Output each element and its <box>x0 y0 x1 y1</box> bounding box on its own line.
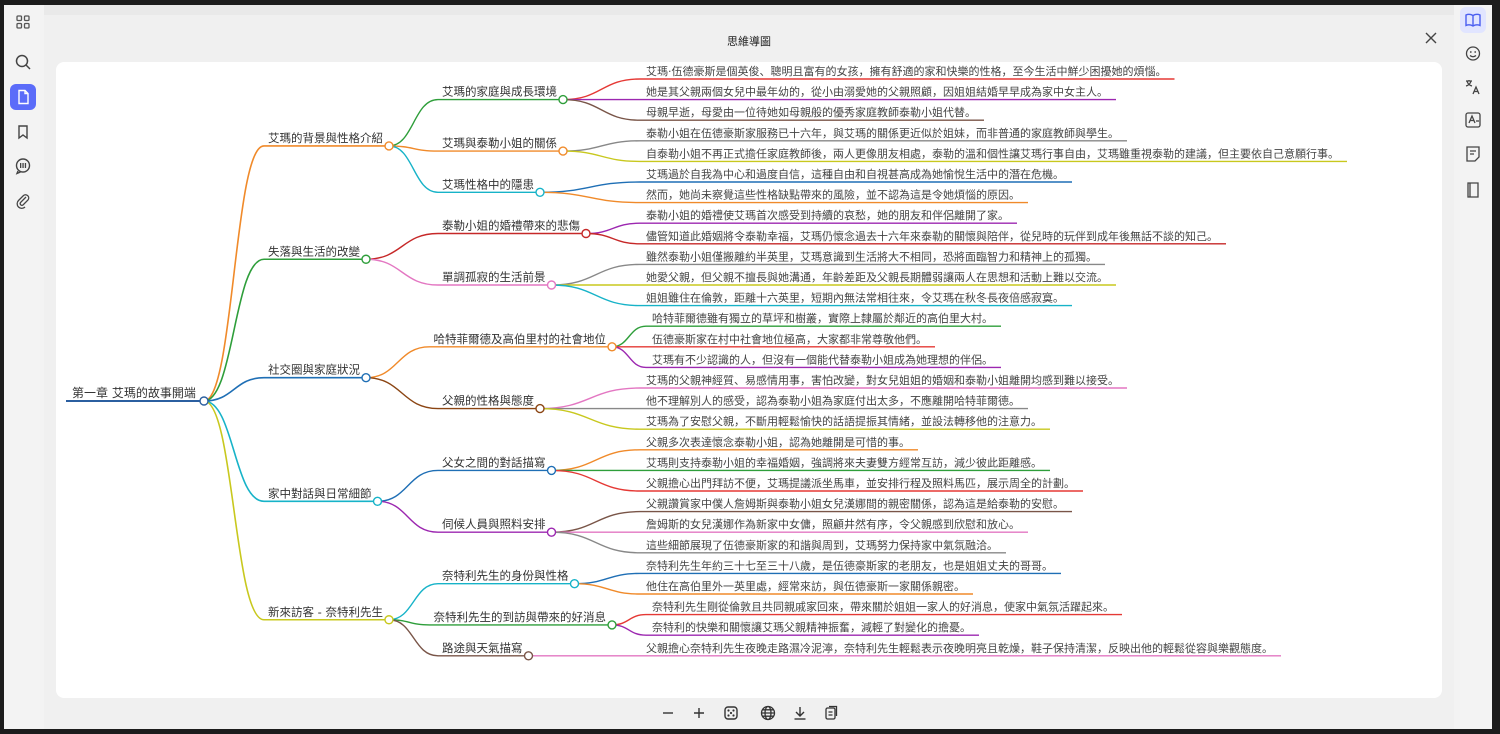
branch-collapse-toggle[interactable] <box>384 615 394 625</box>
bottom-toolbar <box>44 695 1454 729</box>
document-icon[interactable] <box>10 84 36 110</box>
subtopic-collapse-toggle[interactable] <box>535 187 545 198</box>
mindmap-leaf[interactable]: 泰勒小姐在伍德豪斯家服務已十六年，與艾瑪的關係更近似於姐妹，而非普通的家庭教師與… <box>646 126 1119 140</box>
subtopic-collapse-toggle[interactable] <box>546 527 557 537</box>
subtopic-collapse-toggle[interactable] <box>581 228 591 239</box>
zoom-in-icon[interactable] <box>689 703 709 723</box>
mindmap-leaf[interactable]: 奈特利的快樂和關懷讓艾瑪父親精神振奮，減輕了對變化的擔憂。 <box>652 620 971 634</box>
mindmap-leaf[interactable]: 她是其父親兩個女兒中最年幼的，從小由溺愛她的父親照顧，因姐姐結婚早早成為家中女主… <box>646 85 1108 99</box>
search-icon[interactable] <box>10 49 36 75</box>
copy-icon[interactable] <box>821 703 841 723</box>
mindmap-branch[interactable]: 社交圈與家庭狀況 <box>268 363 360 377</box>
mindmap-subtopic[interactable]: 哈特菲爾德及高伯里村的社會地位 <box>434 332 607 346</box>
branch-collapse-toggle[interactable] <box>384 141 394 151</box>
translate-icon[interactable] <box>1460 74 1486 100</box>
mindmap-subtopic[interactable]: 奈特利先生的到訪與帶來的好消息 <box>434 610 607 624</box>
branch-collapse-toggle[interactable] <box>361 254 371 264</box>
mindmap-leaf[interactable]: 然而，她尚未察覺這些性格缺點帶來的風險，並不認為這是令她煩惱的原因。 <box>646 188 1020 202</box>
mindmap-leaf[interactable]: 艾瑪有不少認識的人，但沒有一個能代替泰勒小姐成為她理想的伴侶。 <box>652 352 993 366</box>
mindmap-branch[interactable]: 失落與生活的改變 <box>268 244 360 258</box>
subtopic-collapse-toggle[interactable] <box>546 465 557 476</box>
right-sidebar <box>1456 5 1492 729</box>
app-window: 思維導圖 第一章 艾瑪的故事開端 艾瑪的背景與性格介紹 艾瑪的家庭與成長環境 艾瑪·伍… <box>4 5 1492 729</box>
mindmap-subtopic[interactable]: 艾瑪性格中的隱患 <box>442 177 534 191</box>
subtopic-collapse-toggle[interactable] <box>569 579 580 589</box>
mindmap-subtopic[interactable]: 奈特利先生的身份與性格 <box>442 569 569 583</box>
mindmap-subtopic[interactable]: 伺候人員與照料安排 <box>442 517 546 531</box>
mindmap-leaf[interactable]: 伍德豪斯家在村中社會地位極高，大家都非常尊敬他們。 <box>652 332 927 346</box>
branch-collapse-toggle[interactable] <box>372 496 383 506</box>
paperclip-icon[interactable] <box>10 188 36 214</box>
mindmap-leaf[interactable]: 他住在高伯里外一英里處，經常來訪，與伍德豪斯一家關係親密。 <box>646 579 965 593</box>
note-icon[interactable] <box>1460 141 1486 167</box>
mindmap-root[interactable]: 第一章 艾瑪的故事開端 <box>72 385 196 400</box>
mindmap-leaf[interactable]: 儘管知道此婚姻將令泰勒幸福，艾瑪仍懷念過去十六年來泰勒的關懷與陪伴，從兒時的玩伴… <box>646 229 1218 243</box>
subtopic-collapse-toggle[interactable] <box>523 651 534 661</box>
mindmap-leaf[interactable]: 艾瑪過於自我為中心和過度自信，這種自由和自視甚高成為她愉悅生活中的潛在危機。 <box>646 167 1064 181</box>
mindmap-leaf[interactable]: 她愛父親，但父親不擅長與她溝通，年齡差距及父親長期體弱讓兩人在思想和活動上難以交… <box>646 270 1108 284</box>
mindmap-leaf[interactable]: 艾瑪·伍德豪斯是個英俊、聰明且富有的女孩，擁有舒適的家和快樂的性格，至今生活中鮮… <box>646 64 1167 78</box>
mindmap-subtopic[interactable]: 艾瑪的家庭與成長環境 <box>442 85 557 99</box>
book-icon[interactable] <box>1460 177 1486 203</box>
mindmap-branch[interactable]: 艾瑪的背景與性格介紹 <box>268 131 383 145</box>
subtopic-collapse-toggle[interactable] <box>607 620 617 630</box>
mindmap-subtopic[interactable]: 路途與天氣描寫 <box>442 641 523 655</box>
branch-collapse-toggle[interactable] <box>361 373 371 383</box>
mindmap-leaf[interactable]: 奈特利先生年約三十七至三十八歲，是伍德豪斯家的老朋友，也是姐姐丈夫的哥哥。 <box>646 558 1053 572</box>
chat-icon[interactable] <box>10 153 36 179</box>
mindmap-subtopic[interactable]: 父女之間的對話描寫 <box>442 455 546 469</box>
root-collapse-toggle[interactable] <box>199 396 209 406</box>
mindmap-leaf[interactable]: 艾瑪則支持泰勒小姐的幸福婚姻，強調將來夫妻雙方經常互訪，減少彼此距離感。 <box>646 455 1042 469</box>
subtopic-collapse-toggle[interactable] <box>607 342 617 352</box>
mindmap-leaf[interactable]: 父親讚賞家中僕人詹姆斯與泰勒小姐女兒漢娜間的親密關係，認為這是給泰勒的安慰。 <box>646 497 1064 511</box>
mindmap-dialog: 思維導圖 第一章 艾瑪的故事開端 艾瑪的背景與性格介紹 艾瑪的家庭與成長環境 艾瑪·伍… <box>44 15 1454 729</box>
mindmap-canvas[interactable]: 第一章 艾瑪的故事開端 艾瑪的背景與性格介紹 艾瑪的家庭與成長環境 艾瑪·伍德豪斯是個… <box>56 62 1442 698</box>
book-open-icon[interactable] <box>1460 7 1486 33</box>
mindmap-subtopic[interactable]: 艾瑪與泰勒小姐的關係 <box>442 136 557 150</box>
bookmark-icon[interactable] <box>10 119 36 145</box>
mindmap-branch[interactable]: 新來訪客 - 奈特利先生 <box>268 605 383 619</box>
mindmap-leaf[interactable]: 詹姆斯的女兒漢娜作為新家中女傭，照顧井然有序，令父親感到欣慰和放心。 <box>646 517 1020 531</box>
grid-icon[interactable] <box>10 9 36 35</box>
mindmap-leaf[interactable]: 雖然泰勒小姐僅搬離約半英里，艾瑪意識到生活將大不相同，恐將面臨智力和精神上的孤獨… <box>646 249 1097 263</box>
ai-sticker-icon[interactable] <box>1460 40 1486 66</box>
subtopic-collapse-toggle[interactable] <box>558 94 568 105</box>
mindmap-leaf[interactable]: 他不理解別人的感受，認為泰勒小姐為家庭付出太多，不應離開哈特菲爾德。 <box>646 394 1020 408</box>
zoom-out-icon[interactable] <box>658 703 678 723</box>
mindmap-leaf[interactable]: 父親擔心奈特利先生夜晚走路濕冷泥濘，奈特利先生輕鬆表示夜晚明亮且乾燥，鞋子保持清… <box>646 641 1273 655</box>
mindmap-leaf[interactable]: 姐姐雖住在倫敦，距離十六英里，短期內無法常相往來，令艾瑪在秋冬長夜倍感寂寞。 <box>646 291 1064 305</box>
subtopic-collapse-toggle[interactable] <box>558 146 568 156</box>
background-strip <box>44 5 1454 15</box>
mindmap-leaf[interactable]: 父親多次表達懷念泰勒小姐，認為她離開是可惜的事。 <box>646 435 910 449</box>
mindmap-leaf[interactable]: 哈特菲爾德雖有獨立的草坪和樹叢，實際上隸屬於鄰近的高伯里大村。 <box>652 311 993 325</box>
mindmap-leaf[interactable]: 母親早逝，母愛由一位待她如母親般的優秀家庭教師泰勒小姐代替。 <box>646 105 976 119</box>
mindmap-leaf[interactable]: 奈特利先生剛從倫敦且共同親戚家回來，帶來關於姐姐一家人的好消息，使家中氣氛活躍起… <box>652 600 1114 614</box>
mindmap-leaf[interactable]: 艾瑪的父親神經質、易感情用事，害怕改變，對女兒姐姐的婚姻和泰勒小姐離開均感到難以… <box>646 373 1119 387</box>
dialog-title: 思維導圖 <box>727 35 771 48</box>
dice-icon[interactable] <box>721 703 741 723</box>
globe-icon[interactable] <box>758 703 778 723</box>
mindmap-leaf[interactable]: 自泰勒小姐不再正式擔任家庭教師後，兩人更像朋友相處，泰勒的溫和個性讓艾瑪行事自由… <box>646 146 1339 160</box>
mindmap-svg: 第一章 艾瑪的故事開端 艾瑪的背景與性格介紹 艾瑪的家庭與成長環境 艾瑪·伍德豪斯是個… <box>66 64 1347 661</box>
mindmap-leaf[interactable]: 泰勒小姐的婚禮使艾瑪首次感受到持續的哀愁，她的朋友和伴侶離開了家。 <box>646 208 1009 222</box>
left-sidebar <box>4 5 42 729</box>
mindmap-subtopic[interactable]: 泰勒小姐的婚禮帶來的悲傷 <box>442 219 580 233</box>
subtopic-collapse-toggle[interactable] <box>535 403 545 414</box>
mindmap-subtopic[interactable]: 單調孤寂的生活前景 <box>442 270 546 284</box>
translate-text-icon[interactable] <box>1460 107 1486 133</box>
mindmap-leaf[interactable]: 艾瑪為了安慰父親，不斷用輕鬆愉快的話語提振其情緒，並設法轉移他的注意力。 <box>646 414 1042 428</box>
subtopic-collapse-toggle[interactable] <box>546 280 557 290</box>
mindmap-leaf[interactable]: 父親擔心出門拜訪不便，艾瑪提議派坐馬車，並安排行程及照料馬匹，展示周全的計劃。 <box>646 476 1075 490</box>
mindmap-branch[interactable]: 家中對話與日常細節 <box>268 486 372 500</box>
mindmap-leaf[interactable]: 這些細節展現了伍德豪斯家的和諧與周到，艾瑪努力保持家中氣氛融洽。 <box>646 538 998 552</box>
mindmap-subtopic[interactable]: 父親的性格與態度 <box>442 394 534 408</box>
close-icon[interactable] <box>1420 27 1442 49</box>
download-icon[interactable] <box>790 703 810 723</box>
